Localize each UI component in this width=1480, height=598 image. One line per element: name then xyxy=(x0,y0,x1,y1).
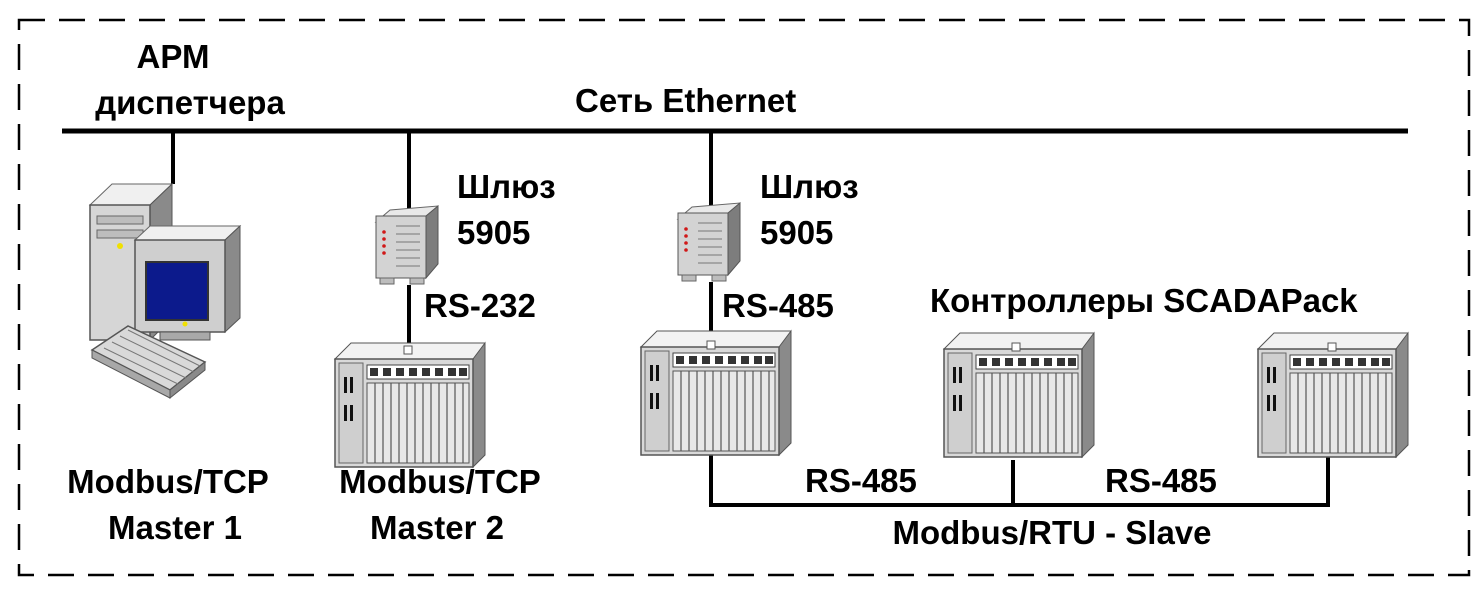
arm-label-line2: диспетчера xyxy=(95,84,285,121)
master1-label-line1: Modbus/TCP xyxy=(67,463,269,500)
gateway1-label-line2: 5905 xyxy=(457,214,531,251)
master2-label-line1: Modbus/TCP xyxy=(339,463,541,500)
gateway2-label-line1: Шлюз xyxy=(760,168,859,205)
gateway-5905-icon xyxy=(375,205,439,285)
controller-rs485-icon xyxy=(640,330,792,456)
dashed-frame xyxy=(17,18,1471,577)
master2-label-line2: Master 2 xyxy=(370,509,504,546)
gateway-5905-icon-2 xyxy=(677,202,741,282)
arm-label-line1: АРМ xyxy=(136,38,210,75)
rs232-label: RS-232 xyxy=(424,287,536,324)
controllers-label: Контроллеры SCADAPack xyxy=(930,282,1358,319)
rs485-bus-left-label: RS-485 xyxy=(805,462,917,499)
controller-master2-icon xyxy=(334,342,486,468)
rtu-slave-label: Modbus/RTU - Slave xyxy=(892,514,1212,551)
rs485-bus-right-label: RS-485 xyxy=(1105,462,1217,499)
controller-scadapack-icon xyxy=(943,332,1095,458)
rs485-gateway-label: RS-485 xyxy=(722,287,834,324)
rs485-bus xyxy=(709,455,1330,507)
controller-scadapack-icon-2 xyxy=(1257,332,1409,458)
workstation-computer-icon xyxy=(88,182,242,400)
master1-label-line2: Master 1 xyxy=(108,509,242,546)
gateway2-label-line2: 5905 xyxy=(760,214,834,251)
ethernet-label: Сеть Ethernet xyxy=(575,82,797,119)
gateway1-label-line1: Шлюз xyxy=(457,168,556,205)
